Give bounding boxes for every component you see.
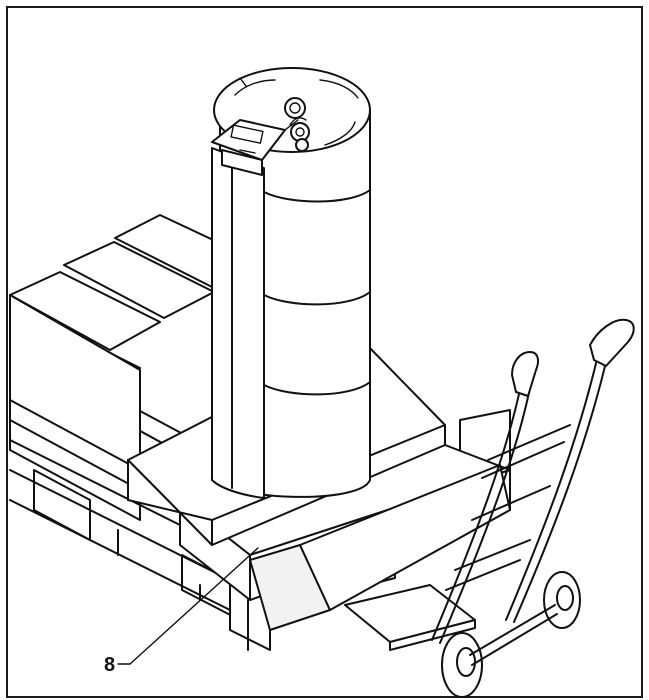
storage-cylinder — [211, 67, 371, 499]
callout-leader-line — [129, 547, 259, 665]
hand-truck — [344, 318, 635, 698]
callout-label: 8 — [104, 654, 115, 676]
callout-8: 8 — [104, 547, 259, 676]
